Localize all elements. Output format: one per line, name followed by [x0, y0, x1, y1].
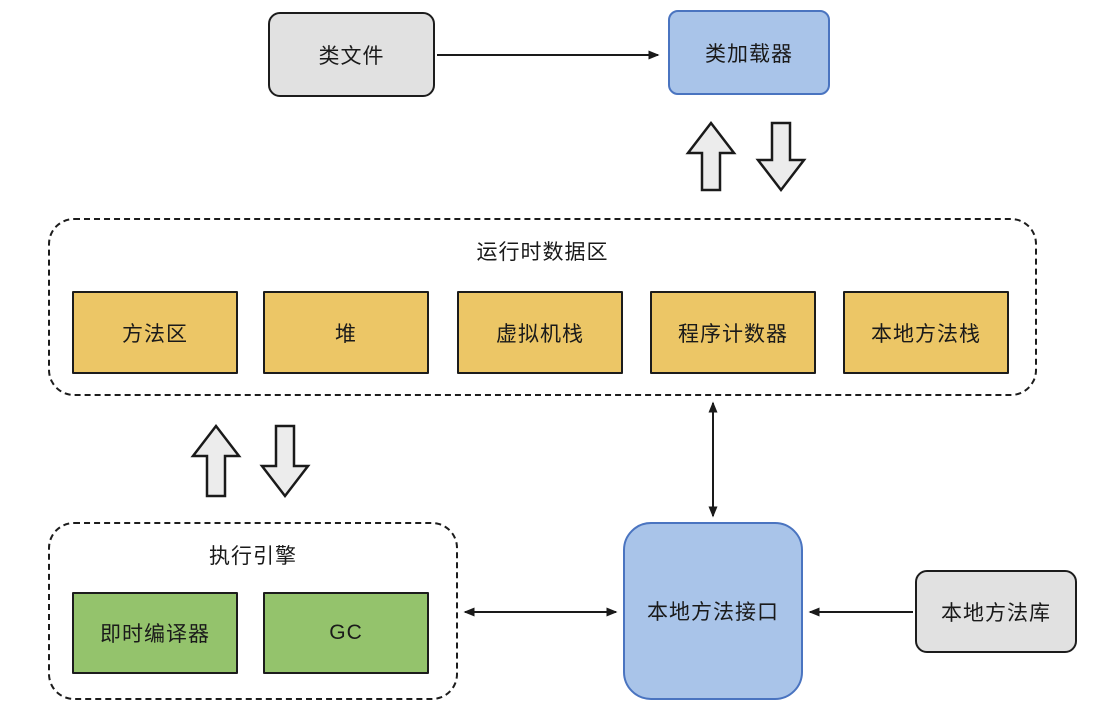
block-arrow-down-runtime-to-engine: [259, 424, 311, 499]
node-class-file-label: 类文件: [318, 44, 385, 68]
node-native-method-library: 本地方法库: [915, 570, 1077, 653]
block-arrow-down-classloader-to-runtime: [755, 121, 807, 193]
block-arrow-up-runtime-to-classloader: [685, 120, 737, 192]
node-native-method-stack-label: 本地方法栈: [871, 322, 981, 346]
node-heap-label: 堆: [335, 322, 357, 346]
node-jit-compiler: 即时编译器: [72, 592, 238, 674]
execution-engine-title: 执行引擎: [209, 545, 297, 568]
node-gc-label: GC: [329, 621, 363, 644]
node-jit-compiler-label: 即时编译器: [100, 623, 210, 646]
node-class-loader: 类加载器: [668, 10, 830, 95]
node-program-counter: 程序计数器: [650, 291, 816, 374]
node-heap: 堆: [263, 291, 429, 374]
node-native-method-stack: 本地方法栈: [843, 291, 1009, 374]
group-execution-engine: 执行引擎: [48, 522, 458, 700]
node-native-method-library-label: 本地方法库: [941, 601, 1051, 625]
node-program-counter-label: 程序计数器: [678, 322, 788, 346]
node-class-loader-label: 类加载器: [705, 42, 793, 66]
node-method-area-label: 方法区: [122, 322, 188, 346]
node-gc: GC: [263, 592, 429, 674]
node-vm-stack-label: 虚拟机栈: [496, 322, 584, 346]
node-native-method-interface: 本地方法接口: [623, 522, 803, 700]
block-arrow-up-engine-to-runtime: [190, 423, 242, 498]
node-class-file: 类文件: [268, 12, 435, 97]
node-vm-stack: 虚拟机栈: [457, 291, 623, 374]
node-native-method-interface-label: 本地方法接口: [647, 601, 779, 624]
runtime-data-area-title: 运行时数据区: [476, 241, 609, 264]
group-runtime-data-area: 运行时数据区: [48, 218, 1037, 396]
node-method-area: 方法区: [72, 291, 238, 374]
